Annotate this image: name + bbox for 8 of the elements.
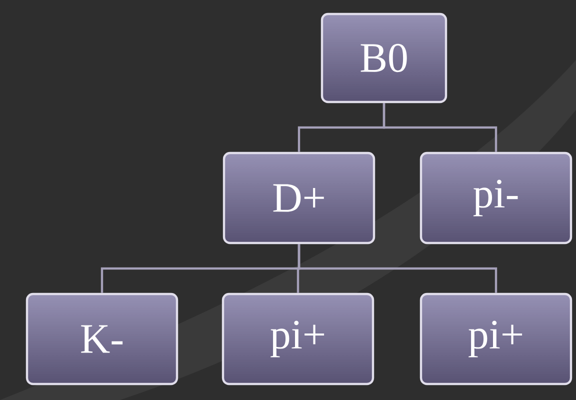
connector-line — [382, 103, 498, 152]
particle-box: pi+ — [420, 292, 572, 386]
particle-box: D+ — [222, 152, 376, 244]
particle-box: pi- — [420, 152, 572, 244]
particle-box: K- — [26, 292, 178, 386]
particle-box: B0 — [320, 12, 448, 104]
particle-box: pi+ — [222, 292, 374, 386]
connector-line — [298, 244, 498, 293]
